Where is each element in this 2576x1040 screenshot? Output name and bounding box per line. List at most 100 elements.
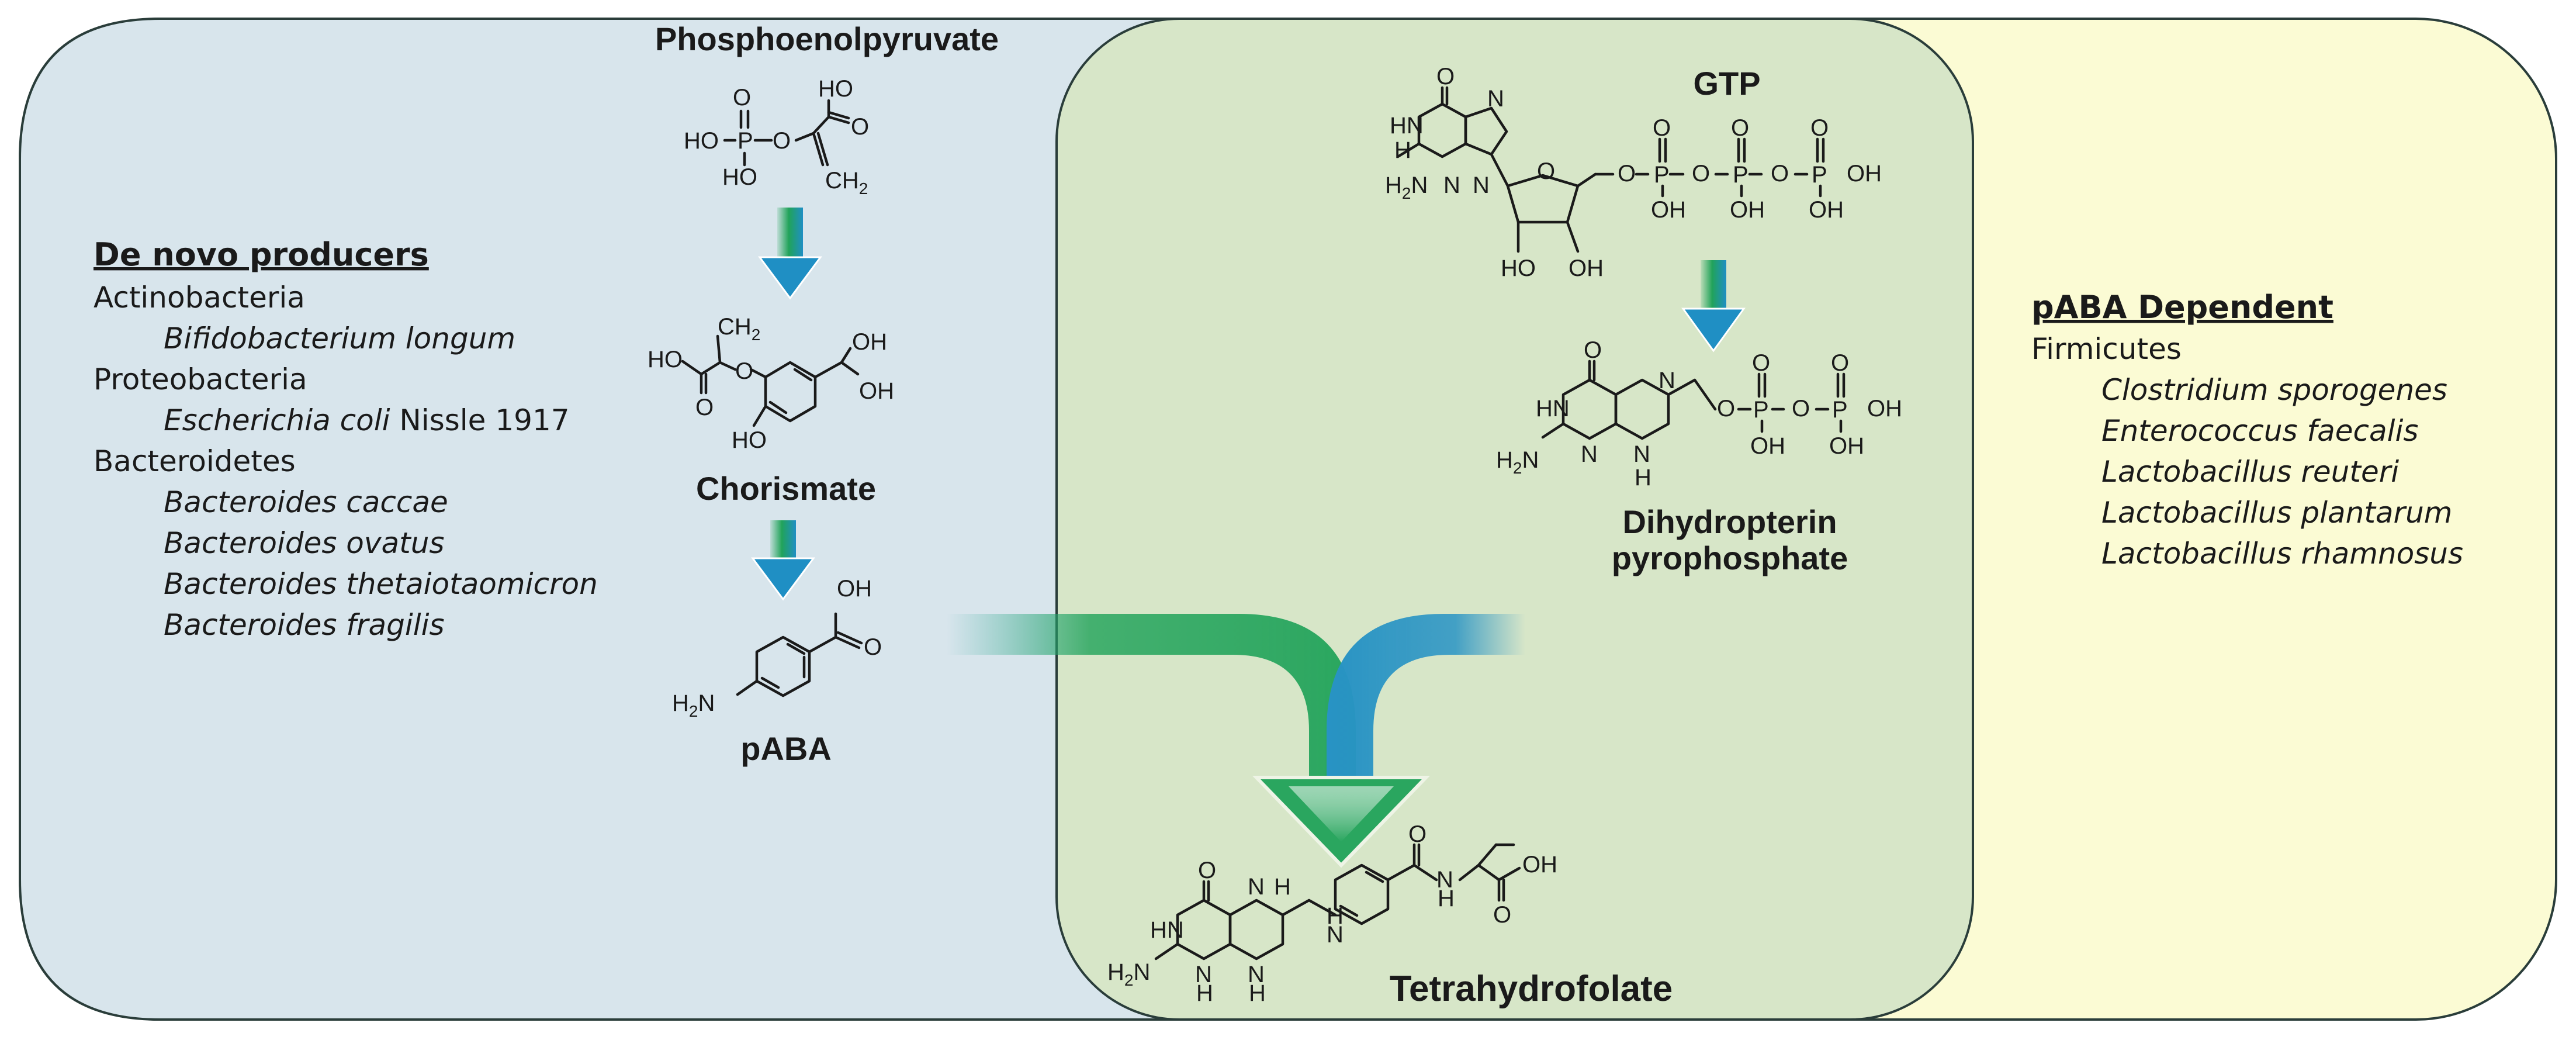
atom-label: H2N xyxy=(1496,447,1539,477)
atom-label: HO xyxy=(648,347,683,372)
species-line: Enterococcus faecalis xyxy=(2101,414,2418,448)
bond xyxy=(1386,863,1416,882)
pep-label: Phosphoenolpyruvate xyxy=(655,20,999,57)
atom-label: H xyxy=(1394,137,1411,163)
atom-label: O xyxy=(1792,396,1810,421)
paba-dependent-list: pABA Dependent Firmicutes Clostridium sp… xyxy=(2031,289,2463,571)
atom-text: N xyxy=(1133,959,1150,985)
arrow-head xyxy=(758,256,822,300)
atom-label: N xyxy=(1195,962,1212,987)
species-line: Lactobacillus reuteri xyxy=(2101,455,2399,489)
atom-label: O xyxy=(1771,161,1789,186)
atom-label: H2N xyxy=(672,690,715,720)
atom-label: OH xyxy=(1730,197,1765,223)
atom-text: H xyxy=(1496,447,1513,473)
bond xyxy=(840,361,860,376)
species-line: Firmicutes xyxy=(2031,332,2182,366)
middle-region xyxy=(1055,18,1974,1021)
merge-arrow-head-inner xyxy=(1289,786,1394,842)
atom-label: CH2 xyxy=(825,168,868,198)
bond xyxy=(700,361,722,376)
atom-text: CH xyxy=(718,314,752,340)
bond xyxy=(1490,153,1509,188)
atom-label: O xyxy=(1810,115,1829,141)
bond xyxy=(812,132,825,167)
species-line: Bacteroides caccae xyxy=(164,485,448,519)
species-name: Escherichia coli xyxy=(164,403,390,437)
ring xyxy=(1464,106,1508,156)
bond xyxy=(716,334,722,364)
atom-label: N xyxy=(1248,962,1265,987)
bond xyxy=(749,368,767,379)
bond xyxy=(827,110,850,120)
bond xyxy=(812,115,830,135)
atom-text: N xyxy=(698,690,715,716)
atom-label: O xyxy=(864,634,882,660)
atom-label: O xyxy=(1198,858,1216,883)
gtp-structure: O HN H N N H2N N O HO OH O O P O O P O O… xyxy=(1385,64,1882,281)
bond xyxy=(1396,142,1421,158)
bond xyxy=(1541,422,1565,439)
bond xyxy=(1307,899,1337,917)
arrow-gtp-to-dhpp xyxy=(1681,260,1746,353)
species-line: Bacteroides ovatus xyxy=(164,526,444,560)
subscript: 2 xyxy=(752,326,761,344)
atom-label: N xyxy=(1443,172,1460,198)
bond xyxy=(681,360,703,376)
atom-label: H xyxy=(1274,874,1291,900)
atom-text: N xyxy=(1411,172,1428,198)
subscript: 2 xyxy=(1402,184,1411,202)
atom-label: O xyxy=(773,128,791,154)
atom-label: OH xyxy=(1651,197,1686,223)
atom-label: O xyxy=(695,395,714,420)
dhpp-label-line1: Dihydropterin xyxy=(1622,503,1837,540)
bond xyxy=(760,676,780,689)
de-novo-header: De novo producers xyxy=(94,236,429,273)
atom-label: O xyxy=(1408,821,1427,847)
merge-band-right xyxy=(1327,614,1525,783)
pep-structure: O HO P O HO HO O CH2 xyxy=(684,76,869,198)
de-novo-producers-list: De novo producers Actinobacteria Bifidob… xyxy=(94,236,598,642)
species-line: Actinobacteria xyxy=(94,281,305,315)
atom-label: OH xyxy=(1867,396,1902,421)
bond xyxy=(1339,904,1359,917)
atom-label: HN xyxy=(1390,113,1424,139)
arrow-head xyxy=(751,557,815,601)
bond xyxy=(794,132,815,142)
species-line: Bacteroides thetaiotaomicron xyxy=(164,567,598,601)
atom-label: H xyxy=(1327,903,1344,929)
atom-text: H xyxy=(672,690,689,716)
atom-label: O xyxy=(1731,115,1749,141)
chorismate-label: Chorismate xyxy=(696,470,876,507)
subscript: 2 xyxy=(1124,971,1134,989)
atom-label: P xyxy=(738,128,753,154)
atom-label: O xyxy=(1831,350,1849,376)
atom-label: OH xyxy=(837,576,872,602)
arrow-head xyxy=(1681,307,1746,353)
chorismate-structure: CH2 HO O O HO OH OH xyxy=(648,314,894,453)
atom-label: N xyxy=(1581,441,1598,467)
atom-label: OH xyxy=(859,378,894,404)
bond xyxy=(752,405,767,427)
bond xyxy=(1576,172,1597,188)
bond xyxy=(793,368,813,382)
species-line: Lactobacillus plantarum xyxy=(2101,496,2453,530)
arrow-shaft xyxy=(777,208,803,257)
atom-label: HO xyxy=(722,164,757,190)
bond xyxy=(786,642,806,655)
bond xyxy=(816,132,829,167)
paba-dependent-header: pABA Dependent xyxy=(2031,289,2333,326)
atom-text: H xyxy=(1385,172,1402,198)
bond xyxy=(1458,863,1480,882)
atom-label: O xyxy=(851,114,869,140)
bond xyxy=(834,635,861,649)
ring xyxy=(1506,174,1580,224)
atom-label: N xyxy=(1436,867,1453,893)
atom-label: H xyxy=(1249,980,1266,1006)
atom-label: OH xyxy=(1750,433,1785,459)
atom-label: N xyxy=(1248,874,1265,900)
species-line: Bifidobacterium longum xyxy=(164,322,515,355)
atom-label: O xyxy=(1692,161,1710,186)
